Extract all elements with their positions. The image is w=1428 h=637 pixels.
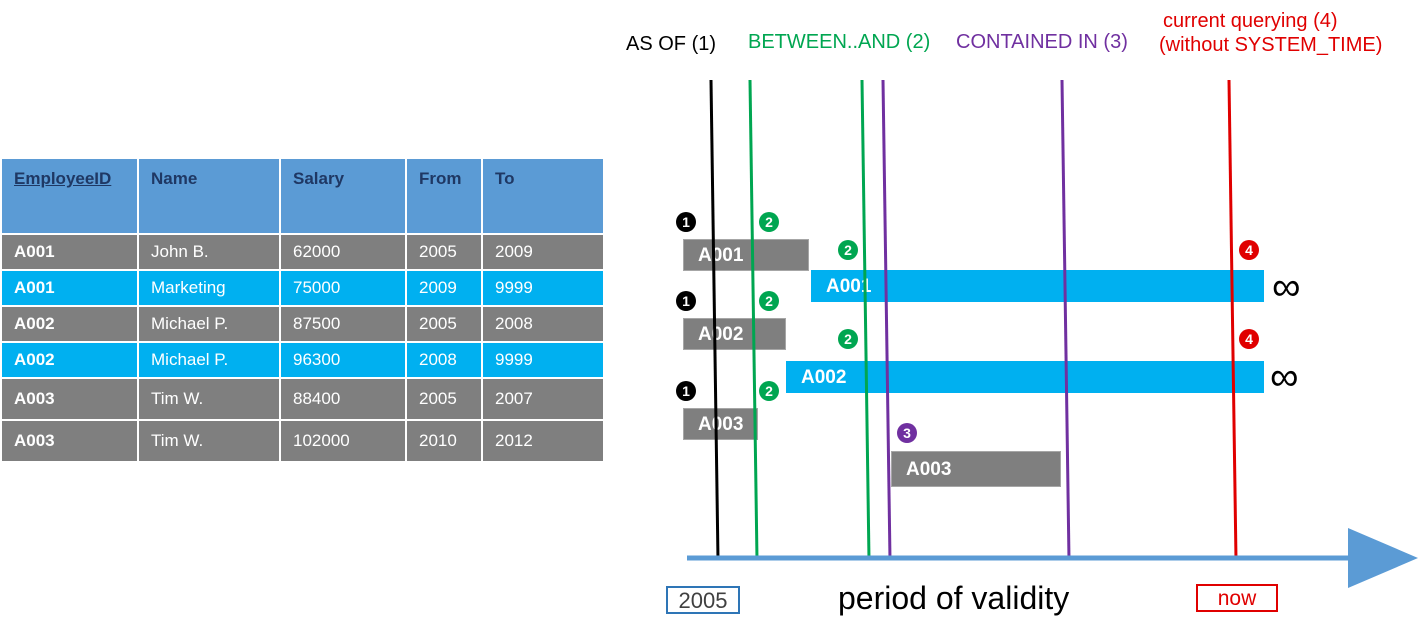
axis-start-label: 2005 [666, 586, 740, 614]
badge-between: 2 [838, 240, 858, 260]
col-to: To [481, 157, 605, 235]
cell-employeeid: A003 [0, 377, 139, 421]
cell-to: 2012 [481, 419, 605, 463]
badge-as-of: 1 [676, 381, 696, 401]
badge-contained-in: 3 [897, 423, 917, 443]
bar-a002-old: A002 [683, 318, 786, 350]
col-employeeid: EmployeeID [0, 157, 139, 235]
badge-between: 2 [838, 329, 858, 349]
table-row: A002 Michael P. 87500 2005 2008 [0, 305, 605, 343]
cell-from: 2009 [405, 269, 483, 307]
cell-name: Michael P. [137, 305, 281, 343]
bar-a003-first: A003 [683, 408, 758, 440]
cell-from: 2005 [405, 377, 483, 421]
cell-name: Michael P. [137, 341, 281, 379]
table-row: A002 Michael P. 96300 2008 9999 [0, 341, 605, 379]
between-line-start [748, 79, 759, 561]
col-salary: Salary [279, 157, 407, 235]
bar-a001-old: A001 [683, 239, 809, 271]
cell-salary: 62000 [279, 233, 407, 271]
badge-current: 4 [1239, 329, 1259, 349]
cell-name: Tim W. [137, 377, 281, 421]
cell-name: John B. [137, 233, 281, 271]
table-row: A001 Marketing 75000 2009 9999 [0, 269, 605, 307]
as-of-label: AS OF (1) [626, 33, 717, 55]
col-name: Name [137, 157, 281, 235]
cell-to: 9999 [481, 341, 605, 379]
cell-employeeid: A002 [0, 341, 139, 379]
table-row: A003 Tim W. 102000 2010 2012 [0, 419, 605, 463]
contained-in-line-end [1060, 79, 1071, 561]
cell-employeeid: A001 [0, 269, 139, 307]
cell-name: Marketing [137, 269, 281, 307]
badge-current: 4 [1239, 240, 1259, 260]
badge-between: 2 [759, 381, 779, 401]
table-row: A003 Tim W. 88400 2005 2007 [0, 377, 605, 421]
cell-to: 9999 [481, 269, 605, 307]
without-system-time-label: (without SYSTEM_TIME) [1159, 34, 1383, 56]
table-row: A001 John B. 62000 2005 2009 [0, 233, 605, 271]
badge-between: 2 [759, 212, 779, 232]
cell-from: 2005 [405, 233, 483, 271]
as-of-line [709, 79, 720, 561]
badge-as-of: 1 [676, 291, 696, 311]
current-line [1227, 79, 1238, 561]
infinity-icon: ∞ [1272, 265, 1301, 309]
cell-salary: 88400 [279, 377, 407, 421]
cell-salary: 96300 [279, 341, 407, 379]
cell-from: 2005 [405, 305, 483, 343]
badge-between: 2 [759, 291, 779, 311]
contained-in-line-start [881, 79, 892, 561]
contained-in-label: CONTAINED IN (3) [956, 31, 1128, 53]
cell-from: 2008 [405, 341, 483, 379]
col-from: From [405, 157, 483, 235]
cell-employeeid: A003 [0, 419, 139, 463]
cell-to: 2009 [481, 233, 605, 271]
cell-to: 2008 [481, 305, 605, 343]
current-querying-label: current querying (4) [1163, 10, 1338, 32]
between-label: BETWEEN..AND (2) [748, 31, 931, 53]
between-line-end [860, 79, 871, 561]
cell-employeeid: A001 [0, 233, 139, 271]
cell-from: 2010 [405, 419, 483, 463]
cell-name: Tim W. [137, 419, 281, 463]
cell-salary: 102000 [279, 419, 407, 463]
badge-as-of: 1 [676, 212, 696, 232]
bar-a003-second: A003 [891, 451, 1061, 487]
cell-to: 2007 [481, 377, 605, 421]
cell-employeeid: A002 [0, 305, 139, 343]
infinity-icon: ∞ [1270, 355, 1299, 399]
cell-salary: 87500 [279, 305, 407, 343]
employee-table: EmployeeID Name Salary From To A001 John… [0, 157, 605, 463]
cell-salary: 75000 [279, 269, 407, 307]
axis-end-label: now [1196, 584, 1278, 612]
axis-title: period of validity [838, 580, 1070, 616]
table-header-row: EmployeeID Name Salary From To [0, 157, 605, 235]
